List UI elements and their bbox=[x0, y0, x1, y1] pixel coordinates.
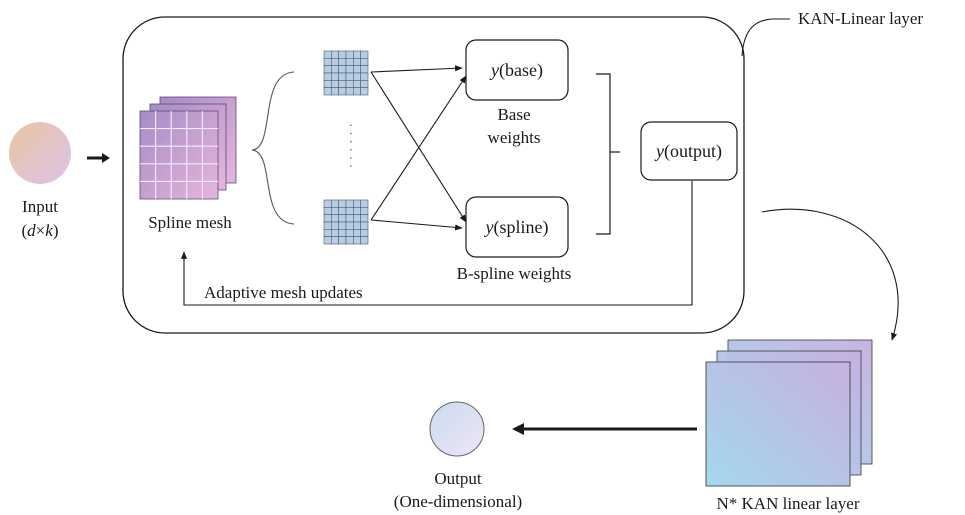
arrow-top-to-base bbox=[370, 65, 463, 73]
base-box-label: y(base) bbox=[489, 60, 543, 81]
layer-label: KAN-Linear layer bbox=[798, 9, 923, 28]
input-circle-icon bbox=[9, 122, 71, 184]
vertical-ellipsis: · · · · · · bbox=[342, 123, 357, 168]
stack-label: N* KAN linear layer bbox=[716, 494, 859, 513]
mesh-brace bbox=[251, 71, 295, 225]
layer-label-leader bbox=[741, 18, 790, 57]
base-box bbox=[465, 39, 569, 101]
spline-mesh-label: Spline mesh bbox=[148, 213, 232, 232]
spline-box-label: y(spline) bbox=[484, 217, 549, 238]
arrow-to-output-head bbox=[512, 423, 524, 435]
base-weights-label: Base bbox=[497, 105, 530, 124]
spline-box bbox=[465, 196, 569, 258]
combine-bracket bbox=[596, 73, 611, 235]
input-arrow-head bbox=[102, 153, 110, 163]
bspline-weights-label: B-spline weights bbox=[457, 264, 572, 283]
feedback-line bbox=[180, 181, 693, 306]
input-dims: (d×k) bbox=[22, 221, 59, 240]
kan-linear-layer-container bbox=[122, 16, 745, 334]
output-box-label: y(output) bbox=[654, 141, 722, 162]
adaptive-updates-label: Adaptive mesh updates bbox=[204, 283, 363, 302]
small-grid-bottom-icon bbox=[323, 199, 369, 245]
output-box bbox=[640, 121, 738, 181]
output-label: Output bbox=[434, 469, 482, 488]
curved-arrow-to-stack bbox=[761, 208, 899, 341]
arrow-bottom-to-spline bbox=[370, 219, 463, 231]
arrow-top-to-spline bbox=[370, 71, 467, 223]
spline-mesh-stack bbox=[139, 96, 237, 200]
kan-layer-stack-icon bbox=[705, 339, 873, 487]
arrow-bottom-to-base bbox=[370, 75, 467, 221]
base-weights-label-2: weights bbox=[488, 128, 541, 147]
input-label: Input bbox=[22, 197, 58, 216]
output-sublabel: (One-dimensional) bbox=[394, 492, 522, 511]
output-circle-icon bbox=[429, 401, 485, 457]
small-grid-top-icon bbox=[323, 50, 369, 96]
